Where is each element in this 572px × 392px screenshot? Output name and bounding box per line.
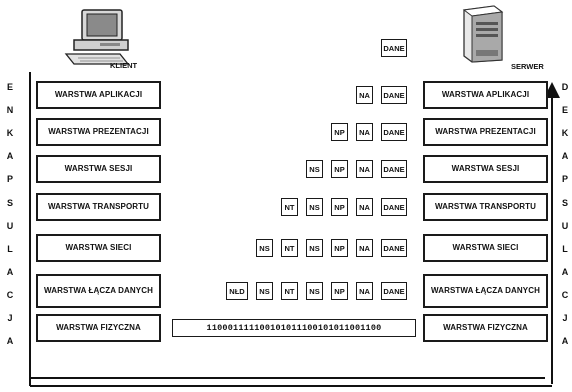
left-letter: S <box>6 198 13 208</box>
data-box: DANE <box>381 198 407 216</box>
right-letter: A <box>561 267 569 277</box>
server-icon <box>462 5 504 63</box>
header-box: NP <box>331 198 348 216</box>
header-box: NS <box>306 160 323 178</box>
header-box: NP <box>331 239 348 257</box>
server-up-arrow <box>29 82 560 387</box>
right-letter: P <box>561 174 568 184</box>
right-letter: A <box>561 336 569 346</box>
left-letter: C <box>6 290 14 300</box>
left-letter: K <box>6 128 14 138</box>
left-letter: A <box>6 151 14 161</box>
header-box: NS <box>306 198 323 216</box>
left-letter: J <box>7 313 13 323</box>
client-layer: WARSTWA SIECI <box>36 234 161 262</box>
top-data-box: DANE <box>381 39 407 57</box>
server-layer: WARSTWA SESJI <box>423 155 548 183</box>
right-letter: L <box>562 244 568 254</box>
server-layer: WARSTWA FIZYCZNA <box>423 314 548 342</box>
client-down-arrow <box>29 72 545 379</box>
left-letter: A <box>6 336 14 346</box>
left-letter: L <box>7 244 13 254</box>
right-letter: S <box>561 198 568 208</box>
right-letter: C <box>561 290 569 300</box>
data-box: DANE <box>381 239 407 257</box>
data-box: DANE <box>381 123 407 141</box>
left-letter: E <box>6 82 13 92</box>
client-layer: WARSTWA PREZENTACJI <box>36 118 161 146</box>
header-box: NA <box>356 239 373 257</box>
left-letter: U <box>6 221 14 231</box>
data-box: DANE <box>381 160 407 178</box>
header-box: NS <box>256 239 273 257</box>
header-box: NS <box>306 282 323 300</box>
right-letter: A <box>561 151 569 161</box>
client-computer-icon <box>64 9 130 65</box>
left-letter: N <box>6 105 14 115</box>
server-layer: WARSTWA SIECI <box>423 234 548 262</box>
header-box: NA <box>356 198 373 216</box>
header-box: NS <box>306 239 323 257</box>
header-box: NP <box>331 282 348 300</box>
client-label: KLIENT <box>110 61 138 70</box>
server-label: SERWER <box>511 62 544 71</box>
header-box: NT <box>281 282 298 300</box>
header-box: NP <box>331 123 348 141</box>
right-letter: D <box>561 82 569 92</box>
server-layer: WARSTWA TRANSPORTU <box>423 193 548 221</box>
left-letter: P <box>6 174 13 184</box>
server-layer: WARSTWA PREZENTACJI <box>423 118 548 146</box>
server-layer: WARSTWA ŁĄCZA DANYCH <box>423 274 548 308</box>
right-letter: K <box>561 128 569 138</box>
right-letter: U <box>561 221 569 231</box>
client-layer: WARSTWA APLIKACJI <box>36 81 161 109</box>
header-box: NS <box>256 282 273 300</box>
header-box: NA <box>356 123 373 141</box>
header-box: NA <box>356 282 373 300</box>
client-layer: WARSTWA FIZYCZNA <box>36 314 161 342</box>
client-layer: WARSTWA ŁĄCZA DANYCH <box>36 274 161 308</box>
left-letter: A <box>6 267 14 277</box>
right-letter: J <box>562 313 568 323</box>
bit-stream: 110001111100101011100101011001100 <box>172 319 416 337</box>
data-box: DANE <box>381 86 407 104</box>
server-layer: WARSTWA APLIKACJI <box>423 81 548 109</box>
header-box: NT <box>281 239 298 257</box>
right-letter: E <box>561 105 568 115</box>
header-box: NT <box>281 198 298 216</box>
header-box: NA <box>356 86 373 104</box>
client-layer: WARSTWA TRANSPORTU <box>36 193 161 221</box>
client-layer: WARSTWA SESJI <box>36 155 161 183</box>
header-box: NP <box>331 160 348 178</box>
header-box: NA <box>356 160 373 178</box>
data-box: DANE <box>381 282 407 300</box>
header-box: NŁD <box>226 282 248 300</box>
